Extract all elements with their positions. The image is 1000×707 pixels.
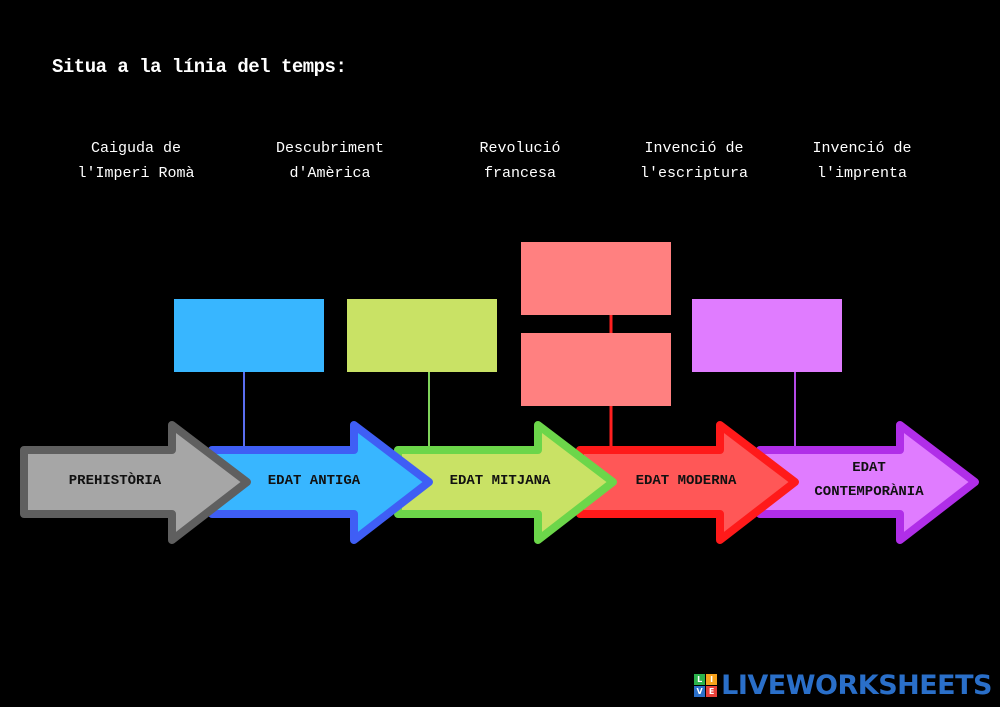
era-arrow-contemporary — [756, 421, 979, 544]
era-label-modern: EDAT MODERNA — [635, 473, 737, 489]
event-label-roman-empire[interactable]: Caiguda de l'Imperi Romà — [77, 140, 195, 182]
logo-mark-icon: L I V E — [694, 674, 718, 697]
era-arrow-modern — [576, 421, 799, 544]
event-label-printing[interactable]: Invenció de l'imprenta — [812, 140, 912, 182]
era-label-prehistory: PREHISTÒRIA — [68, 473, 162, 489]
drop-box-contemporary[interactable] — [692, 299, 842, 372]
liveworksheets-logo: L I V E LIVEWORKSHEETS — [694, 670, 992, 701]
era-label-ancient: EDAT ANTIGA — [267, 473, 361, 489]
drop-box-modern-bottom[interactable] — [521, 333, 671, 406]
drop-box-ancient[interactable] — [174, 299, 324, 372]
logo-mark-v: V — [694, 686, 706, 697]
era-label-medieval: EDAT MITJANA — [449, 473, 551, 489]
era-arrow-medieval — [394, 421, 617, 544]
logo-mark-i: I — [706, 674, 718, 685]
logo-mark-e: E — [706, 686, 718, 697]
era-label-contemporary: EDAT CONTEMPORÀNIA — [814, 460, 924, 500]
page-title: Situa a la línia del temps: — [52, 56, 347, 78]
logo-mark-l: L — [694, 674, 706, 685]
event-label-writing[interactable]: Invenció de l'escriptura — [639, 140, 749, 182]
event-label-america[interactable]: Descubriment d'Amèrica — [275, 140, 385, 182]
drop-box-modern-top[interactable] — [521, 242, 671, 315]
logo-text: LIVEWORKSHEETS — [721, 670, 992, 701]
era-arrow-prehistory — [20, 421, 251, 544]
drop-box-medieval[interactable] — [347, 299, 497, 372]
era-arrow-ancient — [208, 421, 433, 544]
event-label-french-revolution[interactable]: Revolució francesa — [479, 140, 561, 182]
